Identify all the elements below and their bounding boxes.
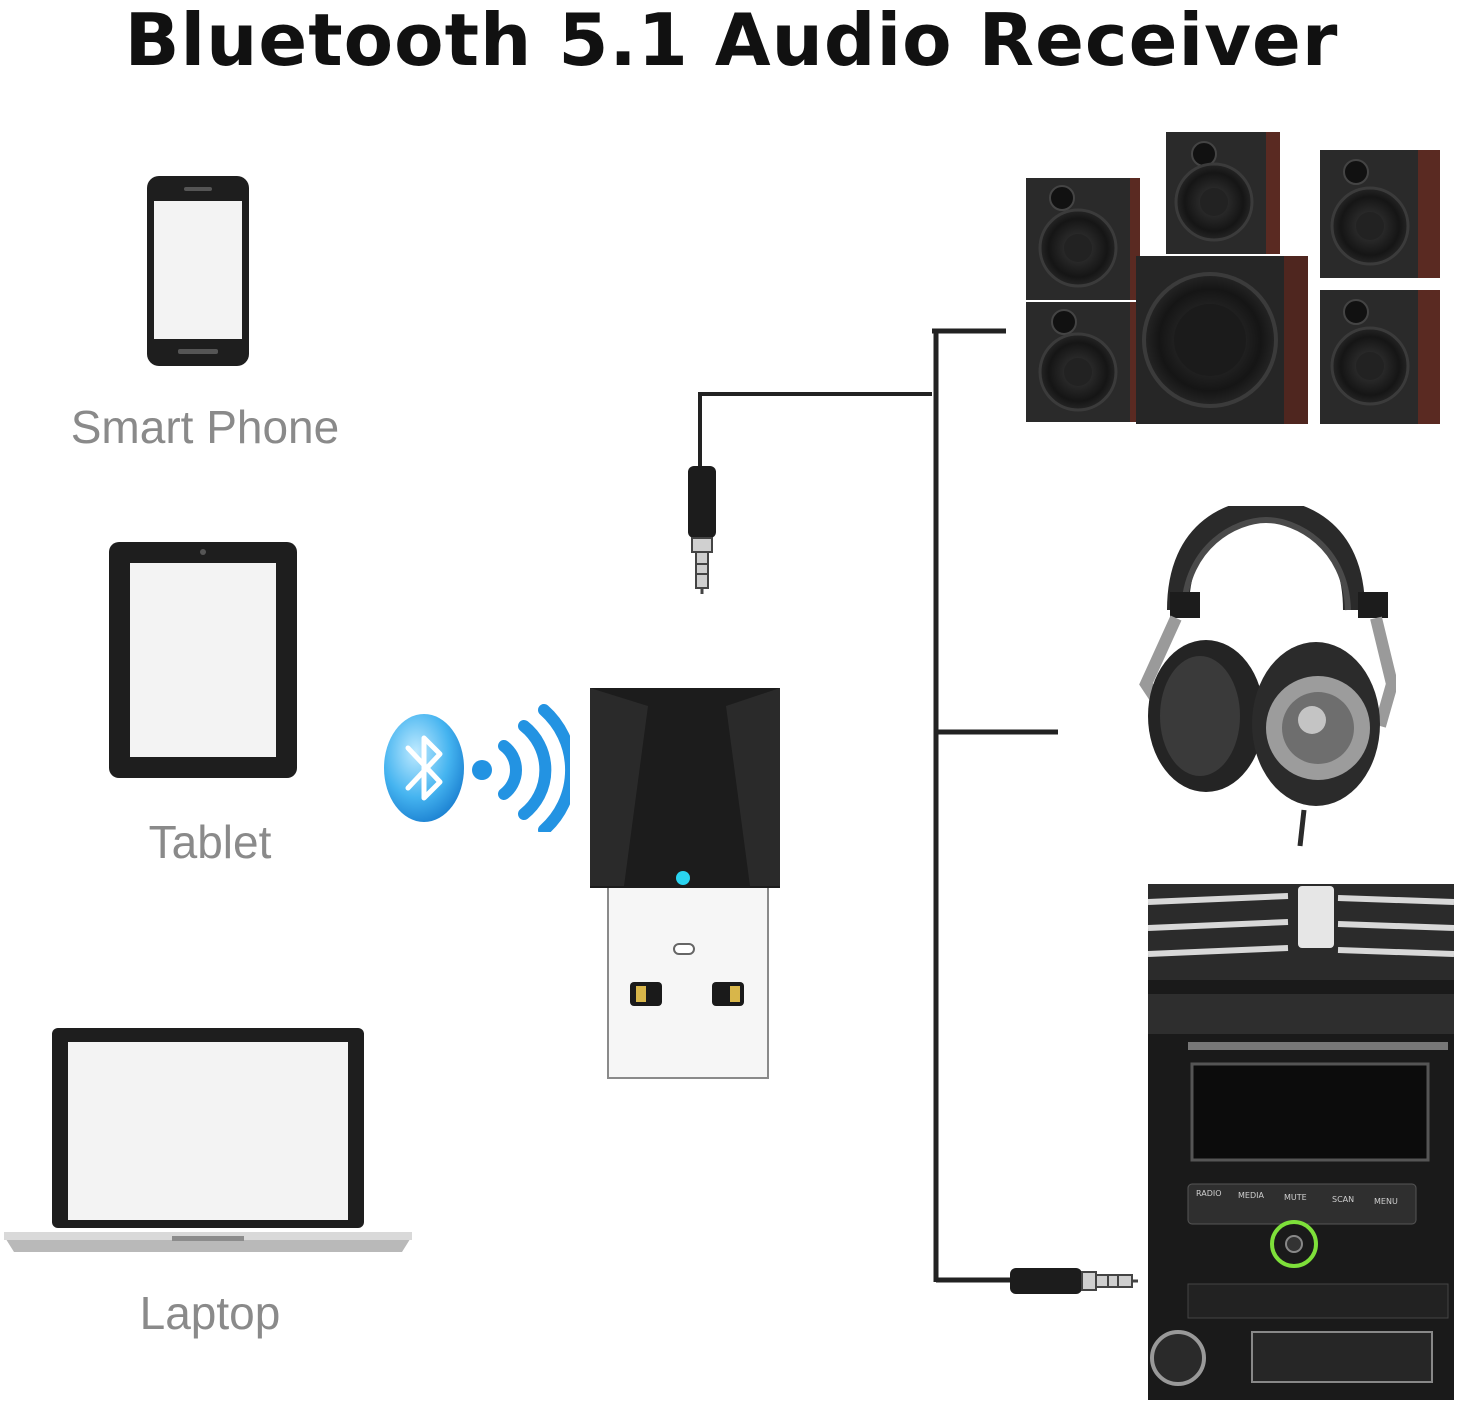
smartphone-icon [146, 175, 250, 367]
car-stereo-button-mute: MUTE [1284, 1193, 1307, 1202]
car-stereo-button-radio: RADIO [1196, 1189, 1222, 1198]
car-stereo-button-menu: MENU [1374, 1197, 1398, 1206]
laptop-icon [2, 1026, 414, 1256]
car-stereo-button-media: MEDIA [1238, 1191, 1264, 1200]
tablet-label: Tablet [148, 816, 272, 868]
car-stereo-button-scan: SCAN [1332, 1195, 1354, 1204]
aux-plug-icon [684, 464, 720, 596]
speaker-system-icon [1024, 130, 1444, 430]
bluetooth-icon [378, 712, 474, 824]
headphones-icon [1136, 506, 1396, 850]
page-title: Bluetooth 5.1 Audio Receiver [124, 0, 1339, 82]
aux-plug-car-icon [1008, 1264, 1140, 1298]
usb-receiver-icon [586, 686, 784, 1082]
smart-phone-label: Smart Phone [70, 401, 340, 453]
car-stereo-icon: RADIO MEDIA MUTE SCAN MENU [1148, 884, 1454, 1400]
wireless-signal-icon [466, 704, 570, 832]
laptop-label: Laptop [139, 1287, 281, 1339]
tablet-icon [108, 541, 298, 779]
